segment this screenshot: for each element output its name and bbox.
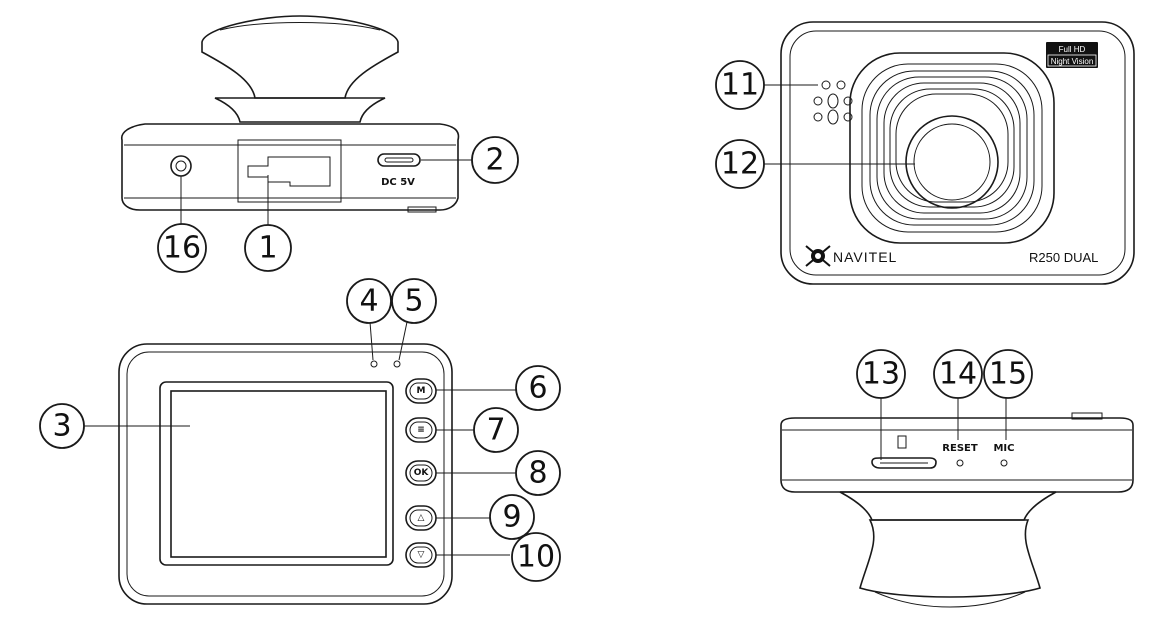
av-jack [170, 155, 192, 177]
usb-port [377, 153, 421, 167]
led-indicator-5 [393, 360, 401, 368]
svg-text:1: 1 [258, 231, 277, 266]
button-down[interactable]: ▽ [405, 542, 437, 568]
svg-text:7: 7 [486, 413, 505, 448]
brand-name: NAVITEL [833, 249, 897, 265]
back-body [118, 343, 453, 605]
callout-15: 15 [983, 349, 1033, 399]
back-view: M ≡ OK △ ▽ [83, 321, 516, 605]
callout-3: 3 [39, 403, 85, 449]
callout-4: 4 [346, 278, 392, 324]
svg-text:11: 11 [721, 68, 759, 103]
callout-16: 16 [157, 223, 207, 273]
svg-text:14: 14 [939, 357, 977, 392]
svg-text:M: M [417, 386, 426, 396]
callout-13: 13 [856, 349, 906, 399]
bottom-view: RESET MIC [780, 396, 1134, 608]
svg-text:Night Vision: Night Vision [1051, 57, 1094, 66]
callout-8: 8 [515, 450, 561, 496]
speaker-grille [813, 80, 853, 125]
svg-text:4: 4 [359, 284, 378, 319]
callout-10: 10 [511, 532, 561, 582]
svg-text:6: 6 [528, 371, 547, 406]
callout-5: 5 [391, 278, 437, 324]
callout-6: 6 [515, 365, 561, 411]
display-frame [159, 381, 394, 566]
callout-7: 7 [473, 407, 519, 453]
callout-14: 14 [933, 349, 983, 399]
reset-label: RESET [942, 443, 978, 454]
bottom-body [780, 417, 1134, 493]
button-menu[interactable]: ≡ [405, 417, 437, 443]
callout-11: 11 [715, 60, 765, 110]
svg-text:10: 10 [517, 540, 555, 575]
navitel-logo [805, 245, 831, 267]
svg-text:▽: ▽ [418, 550, 425, 560]
mic-hole [1000, 459, 1008, 467]
svg-text:△: △ [418, 513, 425, 523]
svg-text:3: 3 [52, 409, 71, 444]
svg-text:OK: OK [414, 468, 430, 478]
mic-label: MIC [993, 443, 1014, 454]
reset-hole[interactable] [956, 459, 964, 467]
camera-lens [849, 52, 1055, 244]
model-name: R250 DUAL [1029, 250, 1098, 265]
svg-text:12: 12 [721, 147, 759, 182]
callout-12: 12 [715, 139, 765, 189]
callouts: 1 2 3 4 5 6 7 8 9 10 11 12 13 14 15 16 [39, 60, 1033, 582]
card-slot [247, 156, 331, 187]
sd-card-slot[interactable] [871, 435, 937, 469]
display-screen [170, 390, 387, 558]
callout-1: 1 [244, 224, 292, 272]
callout-2: 2 [471, 136, 519, 184]
svg-text:16: 16 [163, 231, 201, 266]
dc-5v-label: DC 5V [381, 177, 415, 188]
top-body [121, 123, 460, 211]
button-ok[interactable]: OK [405, 460, 437, 486]
svg-text:5: 5 [404, 284, 423, 319]
button-m[interactable]: M [405, 378, 437, 404]
svg-text:13: 13 [862, 357, 900, 392]
front-view: Full HD Night Vision [763, 21, 1135, 285]
svg-text:Full HD: Full HD [1059, 45, 1086, 54]
svg-text:≡: ≡ [417, 425, 425, 435]
front-body [780, 21, 1135, 285]
button-up[interactable]: △ [405, 505, 437, 531]
top-view: DC 5V [121, 15, 472, 230]
svg-text:9: 9 [502, 500, 521, 535]
led-indicator-4 [370, 360, 378, 368]
svg-text:2: 2 [485, 143, 504, 178]
mount-cup [201, 15, 399, 99]
full-hd-badge: Full HD Night Vision [1046, 42, 1098, 68]
svg-text:8: 8 [528, 456, 547, 491]
bottom-mount-cup [859, 519, 1041, 598]
callout-9: 9 [489, 494, 535, 540]
svg-text:15: 15 [989, 357, 1027, 392]
